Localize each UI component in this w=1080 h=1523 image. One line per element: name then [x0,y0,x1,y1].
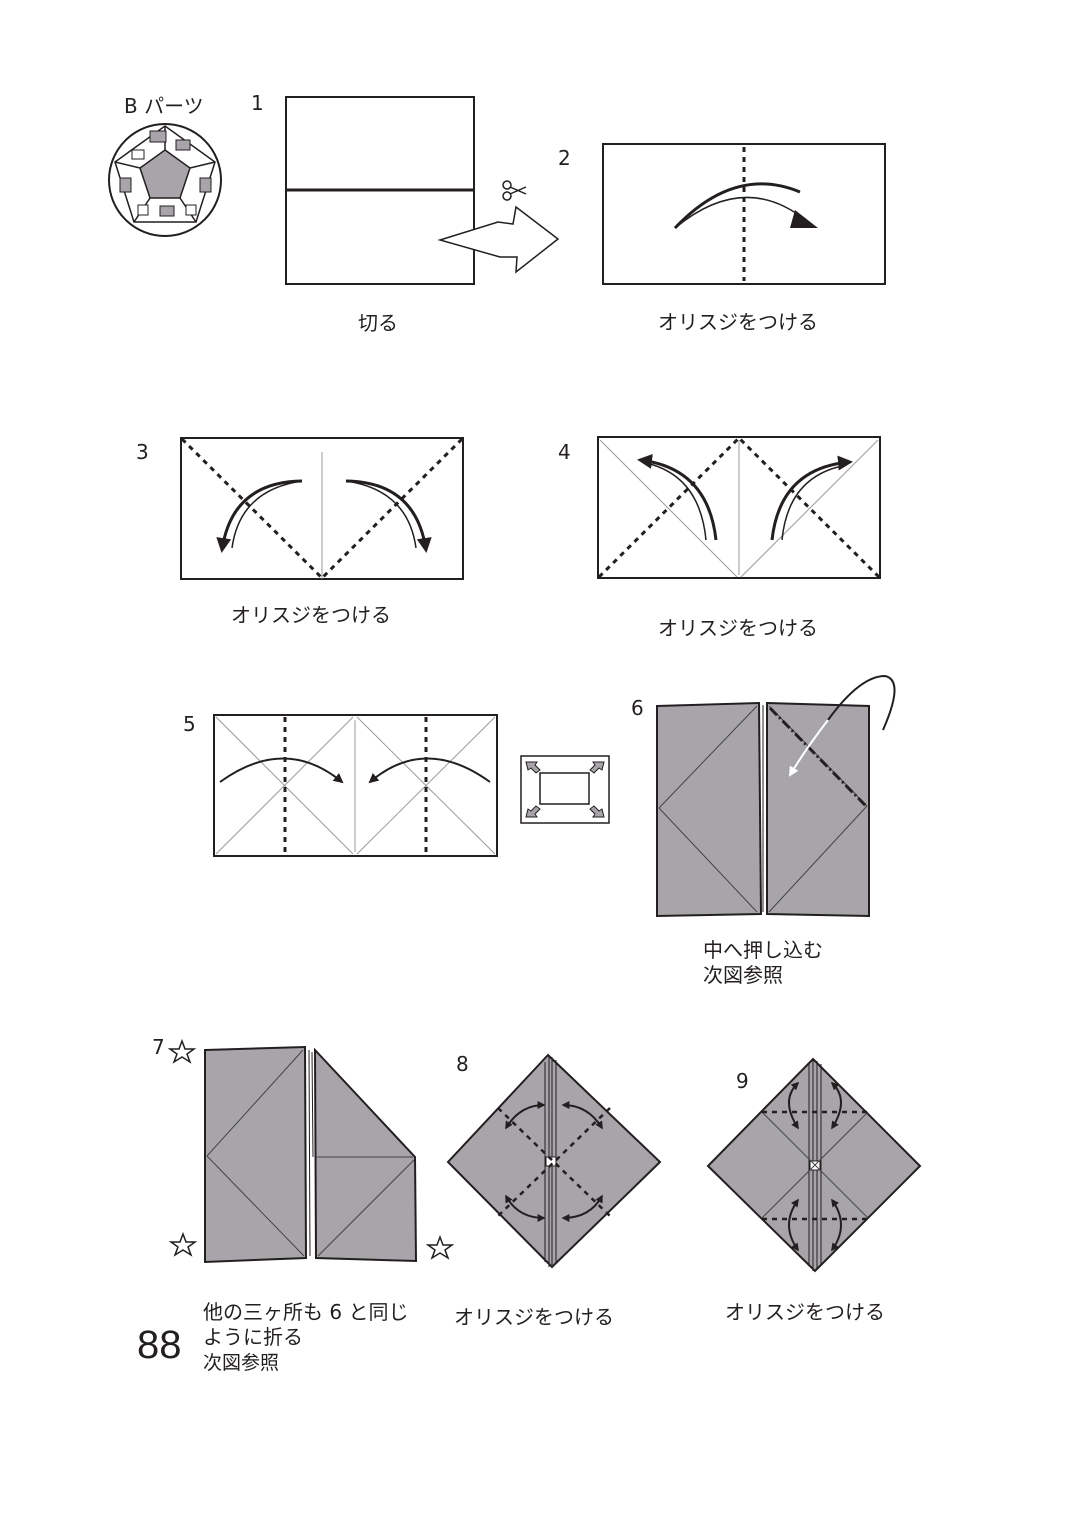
step-4-diagram [597,436,881,579]
step-7-caption-line-3: 次図参照 [203,1352,280,1374]
step-6-diagram [656,674,896,918]
step-6-caption-line-1: 中へ押し込む [703,938,823,962]
step-1-diagram [285,96,475,285]
step-7-diagram [204,1045,418,1264]
step-7-caption-line-1: 他の三ヶ所も 6 と同じ [203,1300,409,1324]
ball-model-icon [108,123,222,237]
step-6-number: 6 [631,696,644,720]
step-1-number: 1 [251,91,264,115]
scissors-icon [502,180,527,201]
step-7-number: 7 [152,1035,165,1059]
step-9-caption: オリスジをつける [725,1300,885,1324]
star-icon [425,1234,455,1260]
step-8-number: 8 [456,1052,469,1076]
step-2-number: 2 [558,146,571,170]
step-5-diagram [213,714,498,857]
step-9-number: 9 [736,1069,749,1093]
step-6-caption-line-2: 次図参照 [703,963,783,987]
enlarge-arrow-icon [437,205,560,274]
step-5-number: 5 [183,712,196,736]
step-4-caption: オリスジをつける [658,616,818,640]
step-3-diagram [180,437,464,580]
step-9-diagram [706,1057,922,1273]
star-icon [167,1038,197,1064]
part-title: B パーツ [124,94,204,118]
step-4-number: 4 [558,440,571,464]
step-8-diagram [446,1053,662,1269]
step-3-caption: オリスジをつける [231,603,391,627]
enlarge-frame-icon [520,755,610,824]
step-7-caption-line-2: ように折る [203,1325,303,1349]
step-2-caption: オリスジをつける [658,310,818,334]
step-2-diagram [602,143,886,285]
star-icon [168,1231,198,1257]
step-8-caption: オリスジをつける [454,1305,614,1329]
step-3-number: 3 [136,440,149,464]
step-1-caption: 切る [358,311,398,335]
page-number: 88 [137,1323,182,1367]
